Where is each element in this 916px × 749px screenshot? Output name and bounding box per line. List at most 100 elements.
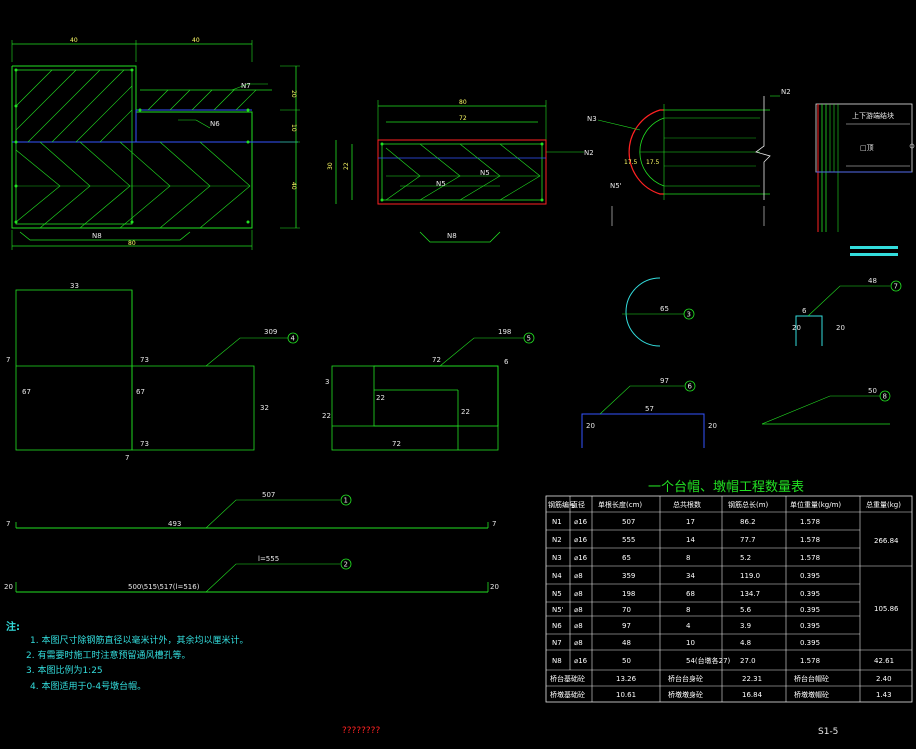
table-cell: N6 xyxy=(552,622,562,630)
note-4: 4. 本图适用于0-4号墩台帽。 xyxy=(30,680,146,692)
table-cell: 65 xyxy=(622,554,631,562)
hook-detail-view: N3 N2 N5' 17.5 17.5 xyxy=(587,88,791,226)
bottom-row-2-c1: 桥墩基础砼 xyxy=(550,690,585,699)
plan-dim-bottom: 80 xyxy=(128,240,136,247)
table-cell: 0.395 xyxy=(800,622,820,630)
shape5-dim-6: 22 xyxy=(461,408,470,416)
shape7-dim-1: 48 xyxy=(868,277,877,285)
table-cell: 1.578 xyxy=(800,536,820,544)
section-label-n5b: N5 xyxy=(480,169,490,177)
table-cell: 4 xyxy=(686,622,691,630)
shape3-number: 3 xyxy=(687,311,691,319)
shape6-dim-1: 97 xyxy=(660,377,669,385)
bottom-row-1-c4: 22.31 xyxy=(742,675,762,683)
th-bar-no: 钢筋编号 xyxy=(548,500,576,509)
side-box-view: 上下游端结块 □顶 xyxy=(815,103,915,256)
table-cell: ⌀8 xyxy=(574,622,583,630)
detail-dim-2: 17.5 xyxy=(646,159,660,166)
label-n7: N7 xyxy=(241,82,251,90)
shape1-dim-3: 493 xyxy=(168,520,181,528)
plan-dim-top-2: 40 xyxy=(192,37,200,44)
table-cell: 3.9 xyxy=(740,622,751,630)
bottom-row-1-c3: 桥台台身砼 xyxy=(668,674,703,683)
bar-shape-6: 97 57 20 20 6 xyxy=(581,377,717,448)
bottom-row-2-c4: 16.84 xyxy=(742,691,763,699)
table-cell: 14 xyxy=(686,536,695,544)
table-cell: N5' xyxy=(552,606,564,614)
table-cell: 0.395 xyxy=(800,590,820,598)
shape7-dim-2: 6 xyxy=(802,307,807,315)
section-label-n8: N8 xyxy=(447,232,457,240)
bar-shape-5: 3 72 6 22 22 22 72 198 5 xyxy=(322,328,535,451)
plan-view: 40 40 N7 N6 xyxy=(11,37,300,250)
shape5-dim-1: 3 xyxy=(325,378,329,386)
shape2-dim-2: 20 xyxy=(4,583,13,591)
th-unit-length: 单根长度(cm) xyxy=(598,500,642,509)
shape2-dim-3: 500\515\517(l=516) xyxy=(128,583,200,591)
table-cell: N8 xyxy=(552,657,562,665)
table-cell: 5.6 xyxy=(740,606,752,614)
bottom-row-2-c6: 1.43 xyxy=(876,691,892,699)
table-cell: ⌀16 xyxy=(574,554,588,562)
table-cell: 119.0 xyxy=(740,572,760,580)
detail-label-n2: N2 xyxy=(781,88,791,96)
shape5-lead: 198 xyxy=(498,328,511,336)
th-count: 总共根数 xyxy=(673,500,701,509)
table-cell: 134.7 xyxy=(740,590,760,598)
notes-heading: 注: xyxy=(6,620,20,633)
sidebox-label-mid: □顶 xyxy=(860,144,874,152)
shape7-dim-4: 20 xyxy=(836,324,845,332)
table-cell: 68 xyxy=(686,590,695,598)
table-cell: 27.0 xyxy=(740,657,756,665)
label-n6: N6 xyxy=(210,120,220,128)
shape6-dim-4: 20 xyxy=(708,422,717,430)
shape4-dim-8: 32 xyxy=(260,404,269,412)
table-cell: 17 xyxy=(686,518,695,526)
shape4-dim-7: 7 xyxy=(125,454,129,462)
bar-shape-2: l=555 20 500\515\517(l=516) 20 2 xyxy=(4,555,499,593)
table-cell: 0.395 xyxy=(800,606,820,614)
bottom-row-2-c5: 桥墩墩帽砼 xyxy=(794,690,829,699)
table-cell: N7 xyxy=(552,639,562,647)
table-cell: N5 xyxy=(552,590,562,598)
shape4-dim-1: 33 xyxy=(70,282,79,290)
section-label-n2: N2 xyxy=(584,149,594,157)
bar-shape-3: 65 3 xyxy=(622,277,695,347)
note-2: 2. 有需要时施工时注意预留通风槽孔等。 xyxy=(26,649,190,661)
shape1-dim-2: 7 xyxy=(6,520,10,528)
section-dim-top-1: 80 xyxy=(459,99,467,106)
shape4-lead: 309 xyxy=(264,328,277,336)
shape4-dim-5: 67 xyxy=(136,388,145,396)
cross-section-view: 80 72 N5 N5 30 22 N2 N8 xyxy=(327,99,594,243)
bottom-row-2-c3: 桥墩墩身砼 xyxy=(668,690,703,699)
table-cell: N1 xyxy=(552,518,562,526)
table-title: 一个台帽、墩帽工程数量表 xyxy=(648,479,804,495)
table-cell: ⌀16 xyxy=(574,536,588,544)
shape4-number: 4 xyxy=(291,335,296,343)
section-label-n5: N5 xyxy=(436,180,446,188)
bottom-row-2-c2: 10.61 xyxy=(616,691,636,699)
shape8-number: 8 xyxy=(883,393,887,401)
bottom-row-1-c1: 桥台基础砼 xyxy=(550,674,585,683)
shape2-dim-1: l=555 xyxy=(258,555,279,563)
table-cell: ⌀8 xyxy=(574,606,583,614)
table-cell: 198 xyxy=(622,590,635,598)
bottom-row-1-c5: 桥台台帽砼 xyxy=(794,674,829,683)
table-cell: 97 xyxy=(622,622,631,630)
shape5-dim-7: 72 xyxy=(392,440,401,448)
table-cell: 359 xyxy=(622,572,635,580)
shape1-number: 1 xyxy=(344,497,348,505)
table-cell: 4.8 xyxy=(740,639,751,647)
shape3-dim-1: 65 xyxy=(660,305,669,313)
table-cell: 50 xyxy=(622,657,631,665)
plan-dim-right-2: 10 xyxy=(290,124,297,132)
shape2-number: 2 xyxy=(344,561,348,569)
shape7-dim-3: 20 xyxy=(792,324,801,332)
shape6-dim-2: 57 xyxy=(645,405,654,413)
shape5-dim-3: 6 xyxy=(504,358,509,366)
table-cell: 0.395 xyxy=(800,572,820,580)
table-cell: ⌀16 xyxy=(574,518,588,526)
shape5-dim-2: 72 xyxy=(432,356,441,364)
